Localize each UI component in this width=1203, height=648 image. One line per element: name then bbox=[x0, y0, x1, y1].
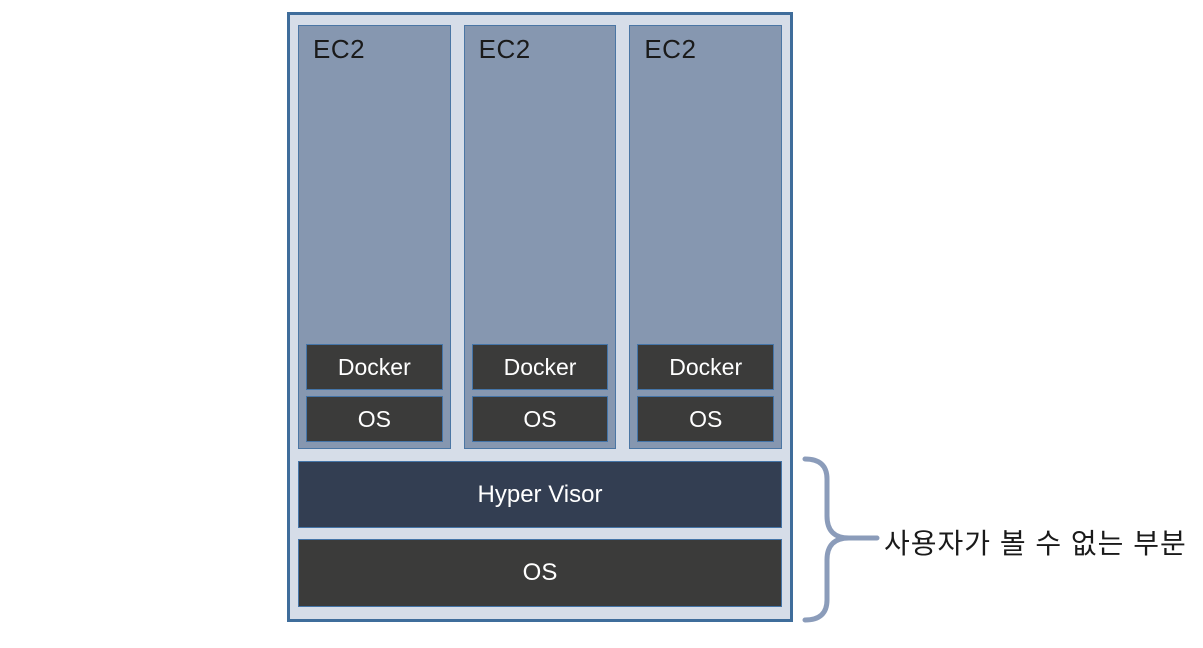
docker-box: Docker bbox=[637, 344, 775, 390]
host-os-bar: OS bbox=[298, 539, 782, 607]
ec2-columns: EC2 Docker OS EC2 Docker bbox=[298, 25, 783, 449]
guest-os-box: OS bbox=[306, 396, 443, 442]
ec2-label: EC2 bbox=[313, 34, 366, 64]
guest-os-box: OS bbox=[637, 396, 775, 442]
hypervisor-bar: Hyper Visor bbox=[298, 461, 782, 528]
docker-box: Docker bbox=[471, 344, 609, 390]
ec2-label: EC2 bbox=[644, 34, 697, 64]
hypervisor-label: Hyper Visor bbox=[477, 480, 603, 508]
ec2-column: EC2 Docker OS bbox=[463, 25, 617, 449]
guest-os-label: OS bbox=[689, 405, 723, 432]
guest-os-box: OS bbox=[471, 396, 609, 442]
guest-os-label: OS bbox=[357, 405, 391, 432]
ec2-column: EC2 Docker OS bbox=[298, 25, 451, 449]
curly-brace-icon bbox=[802, 456, 880, 623]
ec2-label: EC2 bbox=[478, 34, 531, 64]
ec2-column: EC2 Docker OS bbox=[629, 25, 783, 449]
annotation-label: 사용자가 볼 수 없는 부분 bbox=[884, 528, 1187, 559]
guest-os-label: OS bbox=[523, 405, 557, 432]
host-machine-box: EC2 Docker OS EC2 Docker bbox=[287, 12, 793, 622]
ec2-stack: Docker OS bbox=[630, 344, 781, 448]
host-os-label: OS bbox=[522, 559, 558, 586]
ec2-stack: Docker OS bbox=[465, 344, 616, 448]
docker-label: Docker bbox=[337, 353, 411, 380]
docker-label: Docker bbox=[503, 353, 577, 380]
docker-label: Docker bbox=[669, 353, 743, 380]
docker-box: Docker bbox=[306, 344, 443, 390]
ec2-stack: Docker OS bbox=[299, 344, 450, 448]
